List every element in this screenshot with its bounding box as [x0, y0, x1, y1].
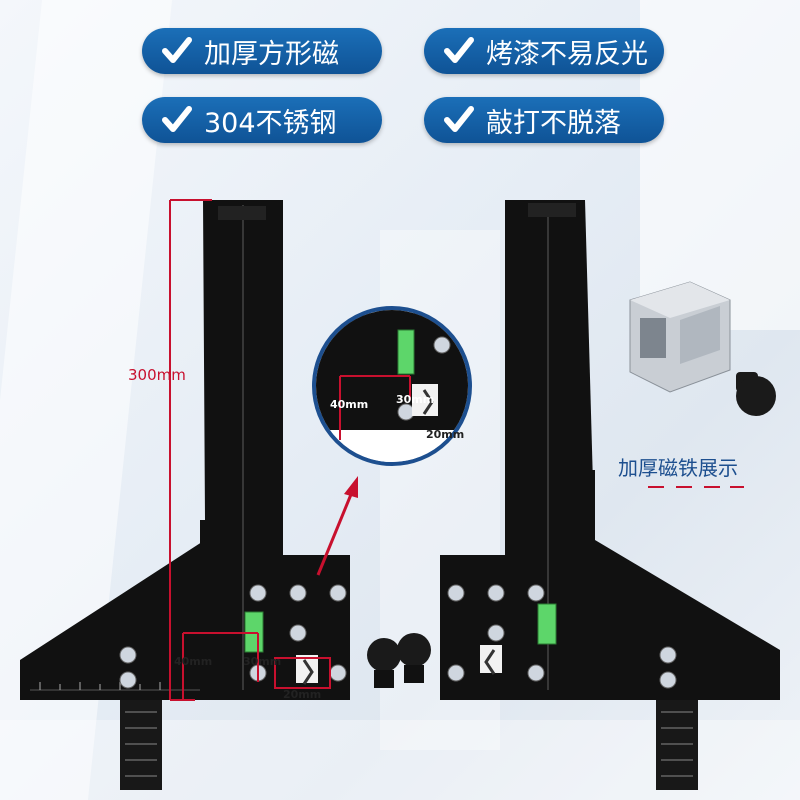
feature-text: 304不锈钢: [204, 107, 337, 139]
offset-dimension-lines: [182, 632, 331, 700]
zoom-center-offset-label: 30mm: [396, 393, 435, 406]
bottom-offset-label: 20mm: [283, 688, 322, 701]
center-offset-label: 30mm: [243, 655, 282, 668]
check-icon: [162, 37, 192, 63]
feature-text: 敲打不脱落: [486, 107, 621, 139]
feature-pill-no-fall-off: 敲打不脱落: [424, 97, 664, 143]
feature-text: 烤漆不易反光: [486, 38, 648, 70]
magnet-caption: 加厚磁铁展示: [618, 456, 738, 480]
zoom-bottom-offset-label: 20mm: [426, 428, 465, 441]
right-square-ruler: [440, 200, 780, 790]
zoom-detail-circle: [312, 306, 472, 466]
feature-pill-thick-magnet: 加厚方形磁: [142, 28, 382, 74]
zoom-pointer-arrow: [316, 476, 358, 576]
left-square-ruler: [20, 200, 350, 790]
feature-pill-matte-paint: 烤漆不易反光: [424, 28, 664, 74]
left-ruler-scale: [39, 682, 161, 690]
background-building-shape: [640, 0, 800, 330]
feature-text: 加厚方形磁: [204, 38, 339, 70]
zoom-left-offset-label: 40mm: [330, 398, 369, 411]
height-dimension-label: 300mm: [128, 366, 186, 384]
check-icon: [162, 106, 192, 132]
check-icon: [444, 37, 474, 63]
check-icon: [444, 106, 474, 132]
feature-pill-stainless-steel: 304不锈钢: [142, 97, 382, 143]
magnet-block-photo: [629, 281, 776, 416]
left-offset-label: 40mm: [174, 655, 213, 668]
clamp-knob: [367, 638, 401, 688]
clamp-knob: [397, 633, 431, 683]
